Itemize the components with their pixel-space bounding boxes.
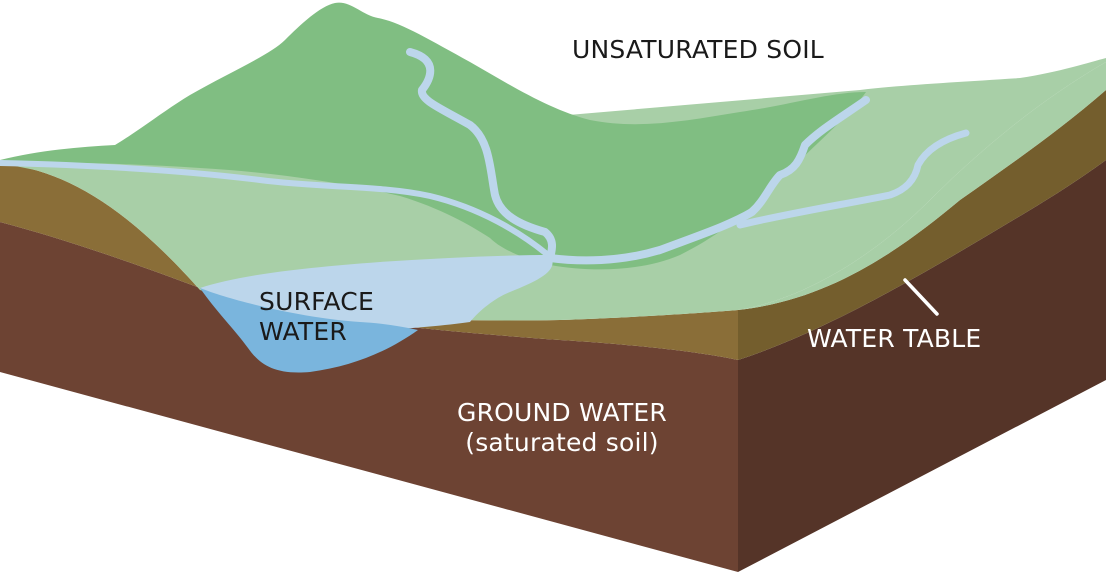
lake-surface [200,255,553,330]
ground-water-label-line2: (saturated soil) [465,428,659,457]
water-table-label: WATER TABLE [807,324,982,353]
stream-hill [406,48,556,262]
ground-water-label-line1: GROUND WATER [457,398,667,427]
ground-water-front-face [0,222,738,572]
surface-water-body [200,288,418,373]
surface-water-label-line1: SURFACE [259,287,374,316]
ground-water-label: GROUND WATER (saturated soil) [444,398,680,458]
surface-water-label-line2: WATER [259,317,347,346]
stream-right-upper [546,96,870,265]
hill-range [0,2,866,270]
unsaturated-soil-side-band [738,90,1106,360]
unsaturated-soil-label: UNSATURATED SOIL [572,35,824,64]
surface-water-label: SURFACE WATER [259,287,374,347]
water-table-pointer [903,278,939,316]
river-network [0,48,970,265]
ground-water-side-face [738,160,1106,572]
stream-left [0,160,551,258]
stream-right-lower [736,129,970,229]
